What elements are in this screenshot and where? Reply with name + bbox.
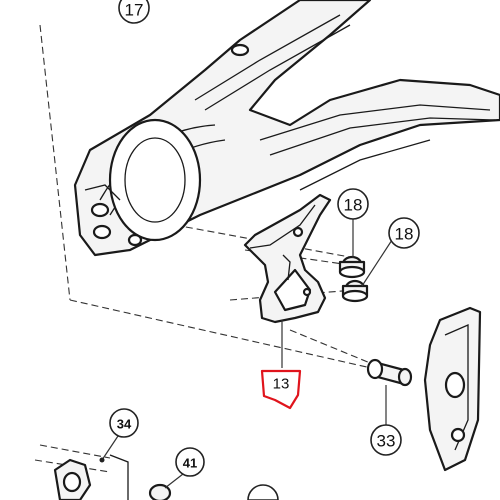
bolt-lower-part [341,279,369,303]
callout-41: 41 [175,447,205,477]
callout-41-label: 41 [183,456,197,471]
bracket-part [243,193,332,324]
chain-guide-part [423,306,482,472]
callout-18-upper: 18 [337,188,369,220]
callout-18-upper-label: 18 [344,196,363,215]
callout-13-label: 13 [273,376,290,393]
bolt-upper-part [338,255,366,279]
callout-33: 33 [370,424,402,456]
lower-mount-part [34,444,172,500]
callout-34: 34 [109,408,139,438]
callout-17-label: 17 [125,1,144,20]
callout-17: 17 [118,0,150,24]
swing-arm-part [73,0,500,257]
callout-33-label: 33 [377,432,396,451]
pin-part [366,358,413,387]
leader-dot [99,457,105,463]
callout-13-highlighted: 13 [260,369,302,410]
callout-partial-bottom [247,484,279,500]
callout-34-label: 34 [117,417,132,432]
callout-18-lower: 18 [388,217,420,249]
callout-18-lower-label: 18 [395,225,414,244]
leader-lines [99,213,393,489]
